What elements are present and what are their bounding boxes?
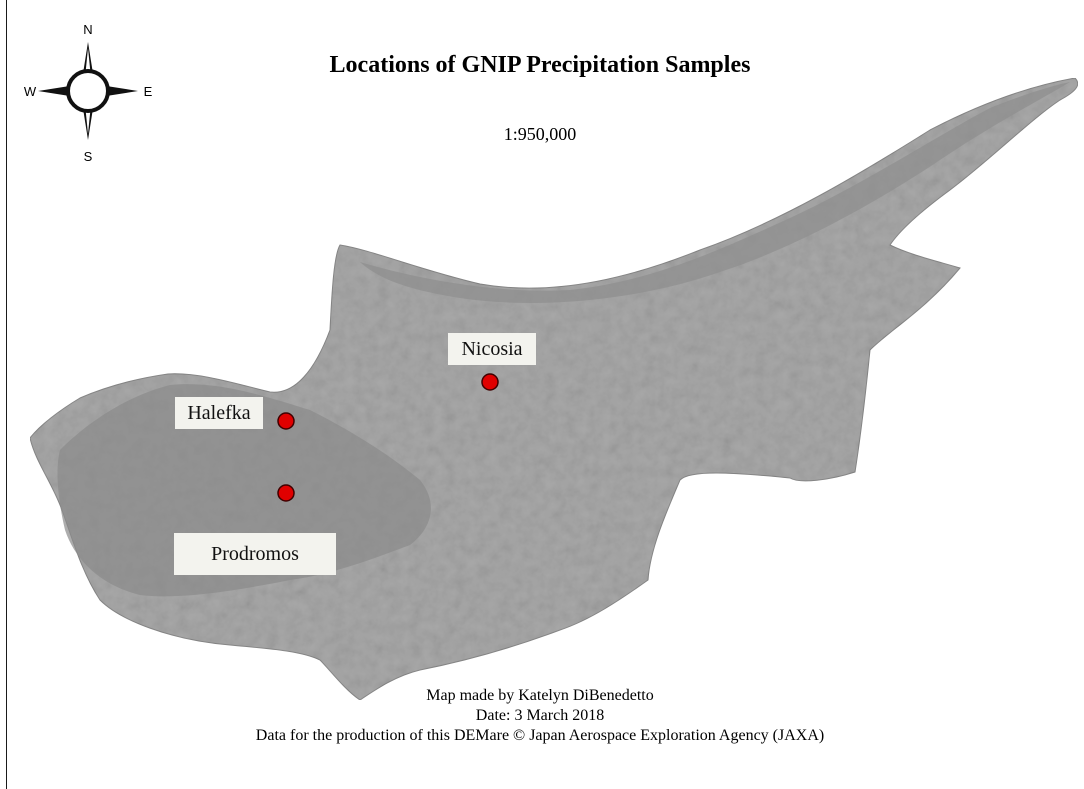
troodos-mountains [57,384,431,597]
credit-author: Map made by Katelyn DiBenedetto [426,687,654,704]
compass-east-label: E [144,84,153,99]
compass-rose-icon: N S E W [24,22,153,164]
map-credits: Map made by Katelyn DiBenedetto Date: 3 … [140,686,940,746]
compass-north-label: N [83,22,92,37]
compass-south-label: S [84,149,93,164]
sample-point-nicosia[interactable] [481,373,499,391]
location-label-halefka: Halefka [175,397,263,429]
compass-west-label: W [24,84,37,99]
map-scale: 1:950,000 [503,124,577,144]
location-label-prodromos: Prodromos [174,533,336,575]
sample-point-prodromos[interactable] [277,484,295,502]
frame-left-border [6,0,7,789]
location-label-nicosia: Nicosia [448,333,536,365]
map-title: Locations of GNIP Precipitation Samples [329,52,751,78]
credit-date: Date: 3 March 2018 [475,707,605,724]
credit-data-source: Data for the production of this DEMare ©… [255,727,825,744]
sample-point-halefka[interactable] [277,412,295,430]
kyrenia-range-ridge [360,82,1070,303]
